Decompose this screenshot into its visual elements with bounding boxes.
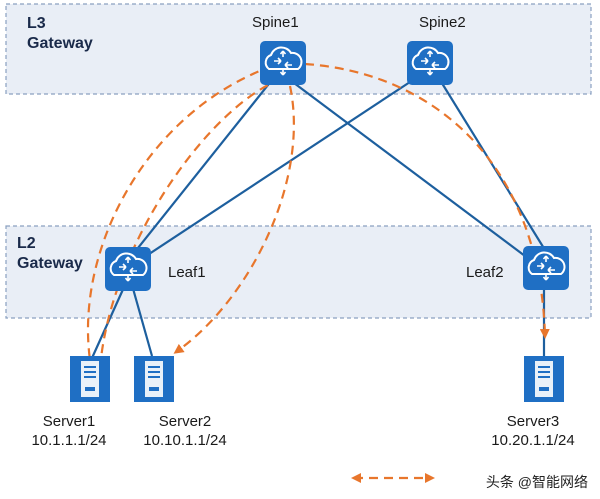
leaf1-switch-cloud-icon [104, 246, 152, 292]
l2-gateway-zone [5, 225, 592, 319]
server2-label: Server2 10.10.1.1/24 [126, 412, 244, 450]
links [90, 79, 546, 359]
link-spine2-leaf2 [439, 79, 546, 251]
server1-name: Server1 [42, 413, 96, 430]
link-leaf1-server2 [130, 284, 154, 357]
link-spine2-leaf1 [139, 81, 411, 261]
spine1-label: Spine1 [252, 14, 299, 31]
flow-server1-spine1-a [85, 68, 263, 375]
spine2-switch-cloud-icon [406, 40, 454, 86]
server3-name: Server3 [506, 413, 560, 430]
link-spine1-leaf1 [129, 79, 273, 259]
spine1-switch-cloud-icon [259, 40, 307, 86]
flow-server1-spine1-b [95, 83, 271, 371]
server1-server-icon [69, 355, 111, 403]
server1-ip: 10.1.1.1/24 [31, 432, 107, 449]
leaf2-label: Leaf2 [466, 264, 504, 281]
server1-label: Server1 10.1.1.1/24 [14, 412, 124, 450]
leaf1-label: Leaf1 [168, 264, 206, 281]
l3-gateway-label: L3 Gateway [27, 15, 93, 52]
watermark: 头条 @智能网络 [481, 471, 592, 493]
server3-label: Server3 10.20.1.1/24 [472, 412, 594, 450]
server3-server-icon [523, 355, 565, 403]
spine2-label: Spine2 [419, 14, 466, 31]
leaf2-switch-cloud-icon [522, 245, 570, 291]
link-spine1-leaf2 [289, 79, 534, 263]
l2-gateway-label: L2 Gateway [17, 235, 83, 272]
server2-server-icon [133, 355, 175, 403]
server2-name: Server2 [158, 413, 212, 430]
flow-spine1-server2 [173, 85, 295, 354]
server3-ip: 10.20.1.1/24 [491, 432, 575, 449]
server2-ip: 10.10.1.1/24 [143, 432, 227, 449]
